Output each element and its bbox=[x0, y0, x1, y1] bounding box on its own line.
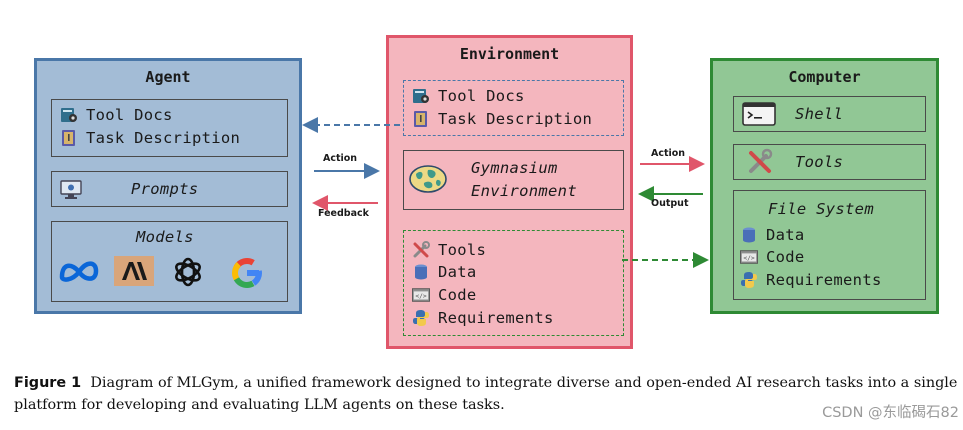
caption-text: Diagram of MLGym, a unified framework de… bbox=[14, 375, 958, 413]
gymnasium-box: Gymnasium Environment bbox=[403, 150, 624, 210]
env-data: Data bbox=[438, 263, 477, 281]
computer-data: Data bbox=[766, 226, 805, 244]
google-logo-icon bbox=[230, 256, 264, 294]
computer-title: Computer bbox=[788, 68, 861, 86]
computer-tools-box: Tools bbox=[733, 144, 926, 180]
file-system-box: File System Data </> Code Requirements bbox=[733, 190, 926, 300]
environment-panel: Environment Tool Docs Task Description G… bbox=[386, 35, 633, 349]
figure-caption: Figure 1 Diagram of MLGym, a unified fra… bbox=[14, 372, 959, 416]
computer-panel: Computer Shell Tools File System Data </… bbox=[710, 58, 939, 314]
environment-title: Environment bbox=[459, 45, 560, 63]
figure-label: Figure 1 bbox=[14, 375, 82, 391]
anthropic-logo-icon bbox=[114, 256, 154, 290]
task-description-icon bbox=[412, 110, 430, 128]
code-icon: </> bbox=[740, 248, 758, 266]
env-resources-box: Tools Data </> Code Requirements bbox=[403, 230, 624, 336]
computer-code: Code bbox=[766, 248, 805, 266]
gymnasium-line2: Environment bbox=[471, 182, 577, 200]
shell-box: Shell bbox=[733, 96, 926, 132]
shell-label: Shell bbox=[795, 105, 844, 123]
python-icon bbox=[412, 309, 430, 327]
openai-logo-icon bbox=[170, 255, 206, 293]
tool-docs-icon bbox=[412, 87, 430, 105]
output-label: Output bbox=[651, 198, 689, 209]
agent-task-description: Task Description bbox=[86, 129, 241, 147]
meta-logo-icon bbox=[58, 259, 100, 287]
computer-requirements: Requirements bbox=[766, 271, 882, 289]
computer-tools-label: Tools bbox=[795, 153, 844, 171]
agent-tool-docs: Tool Docs bbox=[86, 106, 173, 124]
env-tools: Tools bbox=[438, 241, 487, 259]
gymnasium-globe-icon bbox=[408, 164, 448, 198]
prompts-icon bbox=[60, 180, 82, 204]
env-requirements: Requirements bbox=[438, 309, 554, 327]
agent-title: Agent bbox=[145, 68, 191, 86]
data-icon bbox=[740, 226, 758, 244]
agent-docs-box: Tool Docs Task Description bbox=[51, 99, 288, 157]
feedback-label: Feedback bbox=[318, 208, 369, 219]
env-tool-docs: Tool Docs bbox=[438, 87, 525, 105]
python-icon bbox=[740, 271, 758, 289]
models-label: Models bbox=[136, 228, 194, 246]
terminal-icon bbox=[742, 102, 776, 130]
action-label-right: Action bbox=[651, 148, 686, 159]
prompts-box: Prompts bbox=[51, 171, 288, 207]
gymnasium-line1: Gymnasium bbox=[471, 159, 558, 177]
env-docs-box: Tool Docs Task Description bbox=[403, 80, 624, 136]
models-box: Models bbox=[51, 221, 288, 302]
code-icon: </> bbox=[412, 286, 430, 304]
env-task-description: Task Description bbox=[438, 110, 593, 128]
tools-icon bbox=[746, 148, 774, 180]
data-icon bbox=[412, 263, 430, 281]
task-description-icon bbox=[60, 129, 78, 147]
watermark: CSDN @东临碣石82 bbox=[822, 405, 959, 421]
prompts-label: Prompts bbox=[131, 180, 199, 198]
svg-text:</>: </> bbox=[743, 255, 755, 262]
tools-icon bbox=[412, 241, 430, 259]
action-label-left: Action bbox=[323, 153, 358, 164]
arrows-layer bbox=[302, 117, 709, 268]
tool-docs-icon bbox=[60, 106, 78, 124]
agent-panel: Agent Tool Docs Task Description Prompts… bbox=[34, 58, 302, 314]
file-system-label: File System bbox=[768, 200, 874, 218]
svg-text:</>: </> bbox=[415, 293, 427, 300]
env-code: Code bbox=[438, 286, 477, 304]
